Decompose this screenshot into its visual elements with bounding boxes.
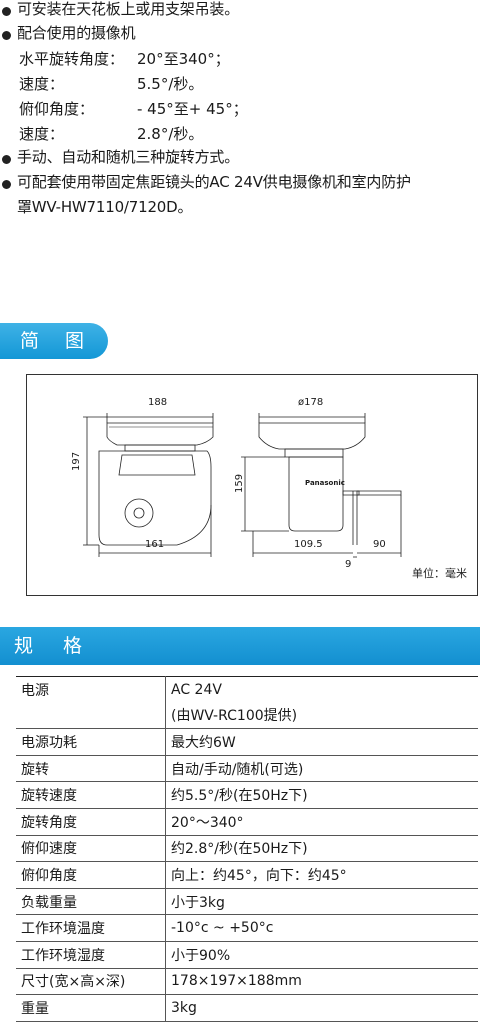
spec-key: 旋转 (16, 755, 166, 783)
spec-value: 3kg (165, 994, 478, 1022)
spec-key: 重量 (16, 994, 166, 1022)
feature-item: 配合使用的摄像机 (17, 24, 136, 42)
table-row: 俯仰角度 向上：约45°，向下：约45° (16, 861, 478, 889)
feature-item: 可配套使用带固定焦距镜头的AC 24V供电摄像机和室内防护 (17, 173, 411, 191)
dimension-drawing (83, 413, 402, 558)
spec-table: 电源 AC 24V (由WV-RC100提供) 电源功耗 最大约6W 旋转 自动… (16, 675, 478, 1022)
dim-offset: 9 (345, 559, 352, 570)
dimension-diagram: 188 197 161 ø178 159 109.5 90 9 Panasoni… (26, 374, 478, 596)
table-row: (由WV-RC100提供) (16, 702, 478, 730)
spec-key: 尺寸(宽×高×深) (16, 968, 166, 996)
table-row: 电源功耗 最大约6W (16, 728, 478, 756)
rotation-label: 速度： (19, 75, 65, 93)
spec-key: 俯仰角度 (16, 861, 166, 889)
spec-key: 电源功耗 (16, 728, 166, 756)
brand-logo: Panasonic (305, 479, 345, 487)
rotation-value: 5.5°/秒。 (137, 75, 204, 93)
spec-key: 旋转角度 (16, 808, 166, 836)
spec-key: 旋转速度 (16, 781, 166, 809)
spec-value: 向上：约45°，向下：约45° (165, 861, 478, 889)
unit-label: 单位：毫米 (412, 567, 467, 580)
feature-item: 罩WV-HW7110/7120D。 (17, 198, 193, 216)
spec-value: -10°c ~ +50°c (165, 914, 478, 942)
spec-key: 工作环境湿度 (16, 941, 166, 969)
spec-value: 自动/手动/随机(可选) (165, 755, 478, 783)
spec-key: 电源 (16, 675, 166, 703)
table-row: 重量 3kg (16, 994, 478, 1022)
dim-depth-b: 90 (373, 539, 386, 550)
spec-value: AC 24V (165, 675, 478, 703)
rotation-value: 2.8°/秒。 (137, 125, 204, 143)
rotation-label: 水平旋转角度： (19, 50, 125, 68)
dim-diameter: ø178 (298, 397, 324, 408)
spec-value: 约5.5°/秒(在50Hz下) (165, 781, 478, 809)
dim-side-height: 159 (234, 473, 245, 493)
spec-key: 工作环境温度 (16, 914, 166, 942)
table-row: 旋转角度 20°～340° (16, 808, 478, 836)
spec-value: 20°～340° (165, 808, 478, 836)
spec-value: (由WV-RC100提供) (165, 702, 478, 730)
rotation-label: 速度： (19, 125, 65, 143)
spec-value: 小于90% (165, 941, 478, 969)
feature-item: 可安装在天花板上或用支架吊装。 (17, 0, 240, 18)
table-row: 工作环境温度 -10°c ~ +50°c (16, 914, 478, 942)
rotation-value: 20°至340°； (137, 50, 230, 68)
rotation-label: 俯仰角度： (19, 100, 95, 118)
bullet-icon (2, 31, 11, 40)
bullet-icon (2, 180, 11, 189)
dim-depth-a: 109.5 (294, 539, 323, 550)
table-row: 俯仰速度 约2.8°/秒(在50Hz下) (16, 835, 478, 863)
table-row: 工作环境湿度 小于90% (16, 941, 478, 969)
side-view (241, 413, 402, 558)
spec-value: 小于3kg (165, 888, 478, 916)
spec-value: 约2.8°/秒(在50Hz下) (165, 835, 478, 863)
dim-top-width: 188 (148, 397, 168, 408)
table-row: 负载重量 小于3kg (16, 888, 478, 916)
dim-base-width: 161 (145, 539, 165, 550)
diagram-section-header: 简 图 (0, 323, 108, 359)
table-row: 电源 AC 24V (16, 675, 478, 703)
table-row: 旋转速度 约5.5°/秒(在50Hz下) (16, 781, 478, 809)
spec-value: 178×197×188mm (165, 968, 478, 996)
diagram-section-title: 简 图 (19, 330, 95, 352)
feature-item: 手动、自动和随机三种旋转方式。 (17, 148, 240, 166)
table-row: 尺寸(宽×高×深) 178×197×188mm (16, 968, 478, 996)
spec-key (16, 702, 166, 730)
dim-height: 197 (71, 451, 82, 471)
spec-section-title: 规 格 (14, 635, 95, 657)
spec-value: 最大约6W (165, 728, 478, 756)
table-row: 旋转 自动/手动/随机(可选) (16, 755, 478, 783)
spec-key: 俯仰速度 (16, 835, 166, 863)
spec-section-header: 规 格 (0, 627, 480, 665)
bullet-icon (2, 155, 11, 164)
spec-key: 负载重量 (16, 888, 166, 916)
rotation-value: - 45°至+ 45°； (137, 100, 248, 118)
bullet-icon (2, 7, 11, 16)
front-view (83, 413, 214, 557)
